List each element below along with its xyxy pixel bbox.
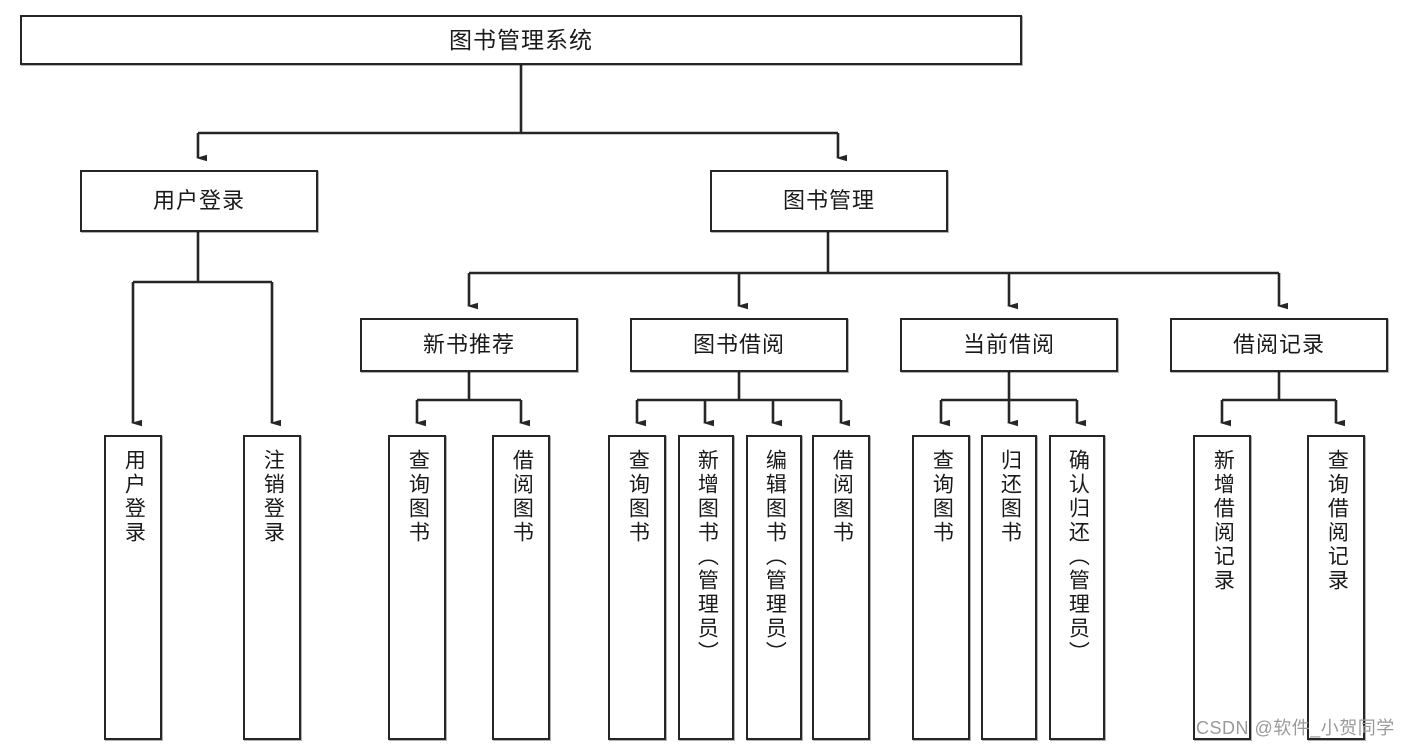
node-label: 新书推荐: [422, 332, 515, 358]
leaf-query-books-borrowing[interactable]: 查询图书: [608, 435, 666, 740]
leaf-query-books-current[interactable]: 查询图书: [912, 435, 970, 740]
node-label: 新增借阅记录: [1211, 449, 1235, 593]
node-book-management[interactable]: 图书管理: [710, 170, 948, 232]
node-label: 借阅记录: [1232, 332, 1325, 358]
node-label: 图书借阅: [692, 332, 785, 358]
csdn-watermark: CSDN @软件_小贺同学: [1196, 718, 1395, 738]
node-label: 查询图书: [406, 449, 430, 545]
node-user-login[interactable]: 用户登录: [80, 170, 318, 232]
node-label: 编辑图书（管理员）: [763, 449, 787, 665]
node-label: 用户登录: [152, 188, 245, 214]
node-label: 查询图书: [626, 449, 650, 545]
node-label: 图书管理系统: [449, 26, 593, 53]
node-book-borrowing[interactable]: 图书借阅: [630, 318, 848, 372]
leaf-borrow-books-borrowing[interactable]: 借阅图书: [812, 435, 870, 740]
node-label: 借阅图书: [510, 449, 534, 545]
leaf-query-borrow-record[interactable]: 查询借阅记录: [1307, 435, 1365, 740]
node-label: 图书管理: [782, 188, 875, 214]
leaf-edit-book-admin[interactable]: 编辑图书（管理员）: [746, 435, 802, 740]
node-label: 当前借阅: [962, 332, 1055, 358]
node-root-system[interactable]: 图书管理系统: [20, 15, 1022, 65]
node-label: 用户登录: [122, 449, 146, 545]
leaf-logout[interactable]: 注销登录: [243, 435, 301, 740]
node-label: 确认归还（管理员）: [1066, 449, 1090, 665]
leaf-borrow-books-recommend[interactable]: 借阅图书: [492, 435, 550, 740]
node-label: 归还图书: [998, 449, 1022, 545]
leaf-add-borrow-record[interactable]: 新增借阅记录: [1193, 435, 1251, 740]
node-borrow-records[interactable]: 借阅记录: [1170, 318, 1388, 372]
leaf-add-book-admin[interactable]: 新增图书（管理员）: [678, 435, 734, 740]
leaf-query-books-recommend[interactable]: 查询图书: [388, 435, 446, 740]
leaf-user-login[interactable]: 用户登录: [104, 435, 162, 740]
leaf-confirm-return-admin[interactable]: 确认归还（管理员）: [1049, 435, 1105, 740]
node-label: 新增图书（管理员）: [695, 449, 719, 665]
node-label: 查询图书: [930, 449, 954, 545]
node-new-book-recommendation[interactable]: 新书推荐: [360, 318, 578, 372]
node-label: 注销登录: [261, 449, 285, 545]
node-label: 借阅图书: [830, 449, 854, 545]
node-current-borrowing[interactable]: 当前借阅: [900, 318, 1118, 372]
node-label: 查询借阅记录: [1325, 449, 1349, 593]
leaf-return-books[interactable]: 归还图书: [981, 435, 1037, 740]
